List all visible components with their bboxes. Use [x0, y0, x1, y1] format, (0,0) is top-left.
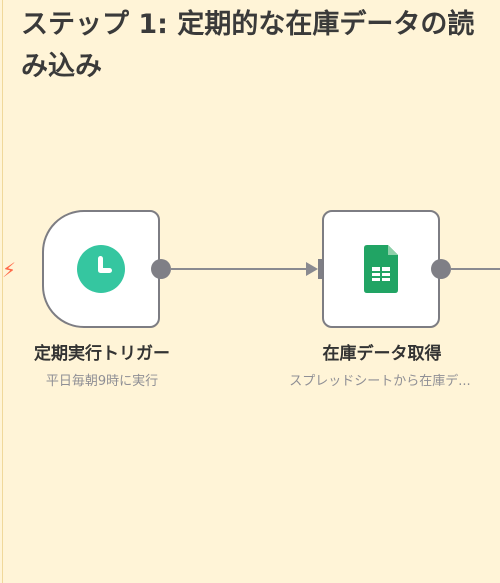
node-subtitle-trigger: 平日毎朝9時に実行	[45, 374, 159, 389]
google-sheets-icon	[364, 245, 398, 293]
sticky-note-title: ステップ 1: 定期的な在庫データの読み込み	[21, 9, 475, 82]
node-label-sheets: 在庫データ取得	[322, 344, 442, 364]
clock-icon	[77, 245, 125, 293]
node-schedule-trigger[interactable]	[42, 210, 160, 328]
node-subtitle-sheets: スプレッドシートから在庫デ...	[289, 374, 471, 389]
connection-arrow-icon	[306, 262, 318, 276]
node-label-trigger: 定期実行トリガー	[34, 344, 170, 364]
connection-line[interactable]	[170, 268, 308, 270]
lightning-bolt-icon: ⚡	[2, 258, 17, 282]
connection-line-out[interactable]	[450, 268, 500, 270]
output-handle-trigger[interactable]	[151, 259, 171, 279]
node-get-inventory[interactable]	[322, 210, 440, 328]
output-handle-sheets[interactable]	[431, 259, 451, 279]
